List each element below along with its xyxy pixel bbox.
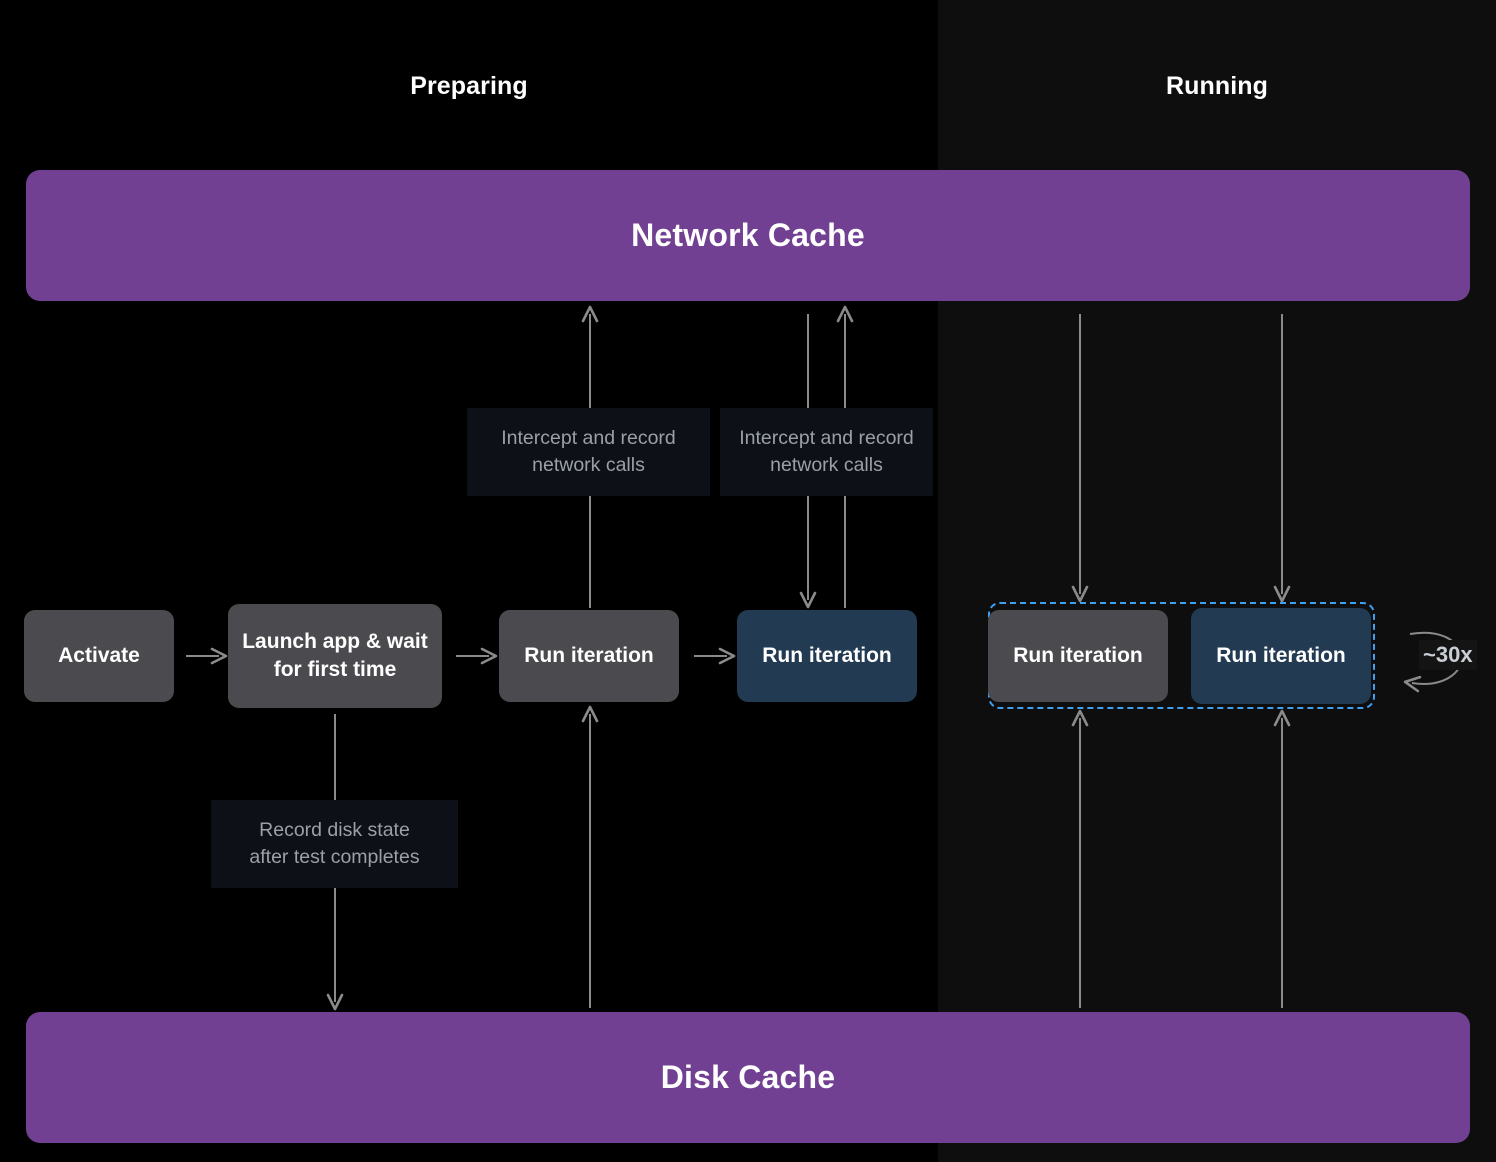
- note-line-2: network calls: [532, 454, 645, 476]
- note-line-1: Intercept and record: [501, 427, 676, 449]
- network-cache-label: Network Cache: [631, 217, 865, 253]
- node-run-iteration-run-1[interactable]: Run iteration: [988, 610, 1168, 702]
- note-intercept-b-text: Intercept and record network calls: [739, 425, 914, 479]
- node-run-iteration-prep-2[interactable]: Run iteration: [737, 610, 917, 702]
- note-intercept-a-text: Intercept and record network calls: [501, 425, 676, 479]
- node-run-iteration-prep-1[interactable]: Run iteration: [499, 610, 679, 702]
- note-line-1: Intercept and record: [739, 427, 914, 449]
- note-line-2: network calls: [770, 454, 883, 476]
- phase-title-running: Running: [1165, 72, 1269, 100]
- node-launch-app[interactable]: Launch app & wait for first time: [228, 604, 442, 708]
- node-activate-label: Activate: [58, 644, 140, 667]
- disk-cache-label: Disk Cache: [660, 1059, 836, 1095]
- disk-cache-bar: Disk Cache: [26, 1012, 1470, 1143]
- node-launch-app-label: Launch app & wait for first time: [242, 630, 428, 681]
- phase-title-preparing: Preparing: [410, 72, 528, 100]
- node-activate[interactable]: Activate: [24, 610, 174, 702]
- node-run-iteration-run-1-label: Run iteration: [1013, 644, 1143, 667]
- note-disk-text: Record disk state after test completes: [249, 817, 419, 871]
- note-intercept-record-a: Intercept and record network calls: [467, 408, 710, 496]
- node-run-iteration-run-2-label: Run iteration: [1216, 644, 1346, 667]
- node-run-iteration-prep-1-label: Run iteration: [524, 644, 654, 667]
- note-intercept-record-b: Intercept and record network calls: [720, 408, 933, 496]
- loop-repeat-badge: ~30x: [1419, 640, 1477, 670]
- note-line-2: after test completes: [249, 846, 420, 868]
- node-run-iteration-run-2[interactable]: Run iteration: [1191, 608, 1371, 704]
- node-run-iteration-prep-2-label: Run iteration: [762, 644, 892, 667]
- network-cache-bar: Network Cache: [26, 170, 1470, 301]
- note-record-disk-state: Record disk state after test completes: [211, 800, 458, 888]
- note-line-1: Record disk state: [259, 819, 410, 841]
